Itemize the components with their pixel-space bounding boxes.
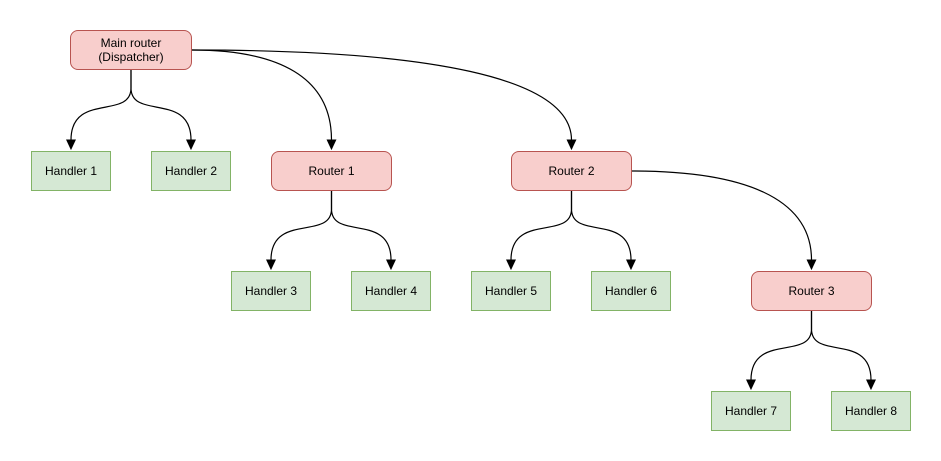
edge-main-to-handler-2-path — [130, 69, 192, 141]
edge-router-3-to-handler-7-path — [750, 310, 813, 381]
edge-router-2-to-handler-6-arrowhead — [626, 259, 636, 271]
edge-router-1-to-handler-4 — [330, 190, 396, 271]
edge-router-1-to-handler-3-arrowhead — [266, 259, 276, 271]
edge-router-2-to-router-3 — [631, 170, 817, 271]
edge-router-2-to-handler-6 — [570, 190, 636, 271]
edge-router-2-to-router-3-arrowhead — [806, 259, 817, 271]
node-handler-7[interactable]: Handler 7 — [711, 391, 791, 431]
node-handler-1[interactable]: Handler 1 — [31, 151, 111, 191]
edge-router-1-to-handler-4-path — [330, 190, 392, 261]
edge-router-2-to-handler-5-arrowhead — [506, 259, 516, 271]
edge-router-1-to-handler-4-arrowhead — [386, 259, 396, 271]
node-router-1[interactable]: Router 1 — [271, 151, 392, 191]
edge-router-3-to-handler-8 — [810, 310, 876, 391]
node-router-3[interactable]: Router 3 — [751, 271, 872, 311]
node-handler-2[interactable]: Handler 2 — [151, 151, 231, 191]
node-handler-4[interactable]: Handler 4 — [351, 271, 431, 311]
edge-main-to-handler-2 — [130, 69, 196, 151]
edge-main-to-router-1 — [191, 49, 337, 151]
edge-router-2-to-handler-5-path — [510, 190, 573, 261]
node-handler-3[interactable]: Handler 3 — [231, 271, 311, 311]
edge-router-1-to-handler-3-path — [270, 190, 333, 261]
edge-router-3-to-handler-8-path — [810, 310, 872, 381]
edge-main-to-router-2-path — [191, 49, 573, 141]
node-handler-8[interactable]: Handler 8 — [831, 391, 911, 431]
edge-router-2-to-handler-5 — [506, 190, 573, 271]
edge-router-3-to-handler-7-arrowhead — [746, 379, 756, 391]
edge-main-to-router-1-path — [191, 49, 333, 141]
edge-router-2-to-router-3-path — [631, 170, 813, 261]
edge-main-to-handler-1 — [66, 69, 132, 151]
edge-main-to-handler-1-path — [70, 69, 132, 141]
node-router-2[interactable]: Router 2 — [511, 151, 632, 191]
node-handler-6[interactable]: Handler 6 — [591, 271, 671, 311]
edge-main-to-router-1-arrowhead — [326, 139, 337, 151]
edge-router-3-to-handler-8-arrowhead — [866, 379, 876, 391]
node-main-router[interactable]: Main router (Dispatcher) — [70, 30, 192, 70]
edge-main-to-router-2-arrowhead — [566, 139, 577, 151]
edge-router-2-to-handler-6-path — [570, 190, 632, 261]
edge-main-to-handler-2-arrowhead — [186, 139, 196, 151]
node-handler-5[interactable]: Handler 5 — [471, 271, 551, 311]
edge-router-1-to-handler-3 — [266, 190, 333, 271]
edge-main-to-handler-1-arrowhead — [66, 139, 76, 151]
edge-router-3-to-handler-7 — [746, 310, 813, 391]
edge-main-to-router-2 — [191, 49, 577, 151]
